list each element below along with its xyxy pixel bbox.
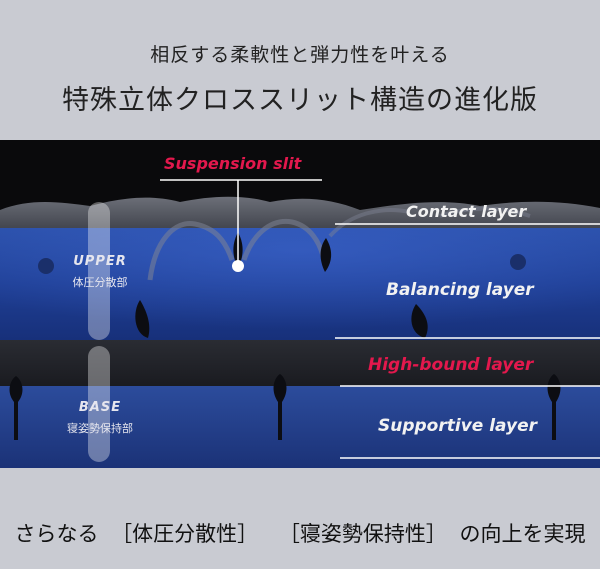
mattress-cross-section: Suspension slit Contact layer Balancing … [0,140,600,468]
upper-bracket [88,202,110,340]
high-bound-layer-shape [0,340,600,386]
upper-zone-subtitle: 体圧分散部 [72,276,128,289]
footer-item-pressure: ［体圧分散性］ [111,522,259,546]
footer-item-posture: ［寝姿勢保持性］ [278,522,447,546]
high-bound-layer-label: High-bound layer [368,355,534,375]
footer-tail: の向上を実現 [459,522,586,546]
subtitle: 相反する柔軟性と弾力性を叶える [150,44,450,66]
page-title: 特殊立体クロススリット構造の進化版 [62,85,538,116]
footer-lead: さらなる [14,522,99,546]
upper-zone-title: UPPER [73,254,127,269]
footer-caption: さらなる ［体圧分散性］ ［寝姿勢保持性］ の向上を実現 [0,518,600,548]
base-bracket [88,346,110,462]
balancing-layer-label: Balancing layer [386,280,534,300]
supportive-layer-label: Supportive layer [378,416,538,436]
supportive-layer-shape [0,386,600,468]
contact-layer-shape [0,196,600,235]
contact-layer-label: Contact layer [406,202,527,221]
suspension-slit-label: Suspension slit [164,154,302,173]
base-zone-subtitle: 寝姿勢保持部 [67,422,133,435]
cross-section-illustration [0,179,600,468]
base-zone-title: BASE [78,400,122,415]
